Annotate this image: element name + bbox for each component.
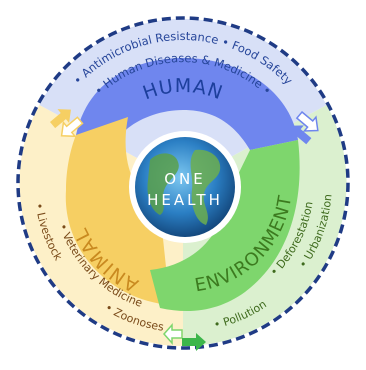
- center-title-one: ONE: [164, 170, 206, 188]
- outer-dashed-border: [16, 16, 350, 350]
- globe: ONE HEALTH: [129, 131, 241, 243]
- sector-human: [76, 58, 298, 152]
- arrow-pair-icon-bottom: [162, 323, 206, 351]
- sector-animal: [65, 117, 170, 305]
- globe-landmass-2: [190, 149, 221, 225]
- center-title-health: HEALTH: [147, 191, 223, 209]
- arrow-pair-icon-top-right: [290, 110, 319, 145]
- arrow-pair-icon-top-left: [50, 109, 84, 138]
- globe-landmass: [147, 153, 179, 215]
